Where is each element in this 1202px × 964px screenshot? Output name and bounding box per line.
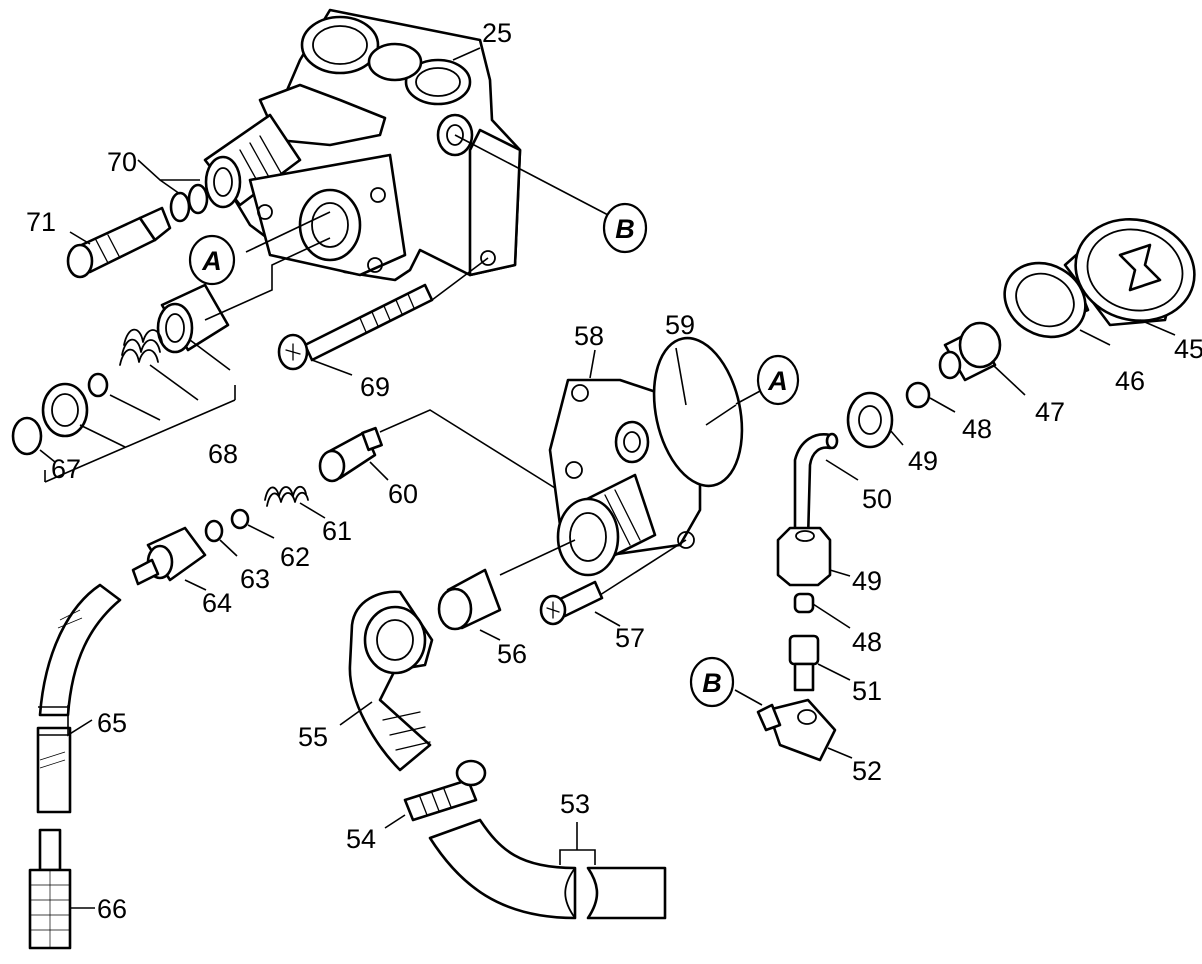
label-part-64: 64	[202, 588, 232, 618]
clamp-part-54	[403, 759, 487, 822]
label-part-59: 59	[665, 310, 695, 340]
o-rings-part-70	[169, 183, 209, 223]
tube-part-50	[793, 432, 839, 542]
elbow-part-55	[348, 590, 434, 772]
nut-part-64	[131, 526, 207, 586]
reference-marker-b-upper: B	[602, 202, 648, 254]
nut-part-49-upper	[846, 391, 894, 449]
label-part-55: 55	[298, 722, 328, 752]
label-part-70: 70	[107, 147, 137, 177]
label-part-71: 71	[26, 207, 56, 237]
valve-assembly-part-68	[41, 283, 230, 438]
label-part-54: 54	[346, 824, 376, 854]
label-part-65: 65	[97, 708, 127, 738]
fitting-part-60	[318, 426, 383, 483]
label-part-49-upper: 49	[908, 446, 938, 476]
label-part-56: 56	[497, 639, 527, 669]
reference-letter-a: A	[767, 366, 788, 396]
ferrule-part-48-upper	[905, 381, 931, 409]
label-part-50: 50	[862, 484, 892, 514]
label-part-60: 60	[388, 479, 418, 509]
label-part-25: 25	[482, 18, 512, 48]
hose-part-65	[36, 583, 122, 814]
spring-part-61	[264, 485, 309, 507]
label-part-67: 67	[51, 454, 81, 484]
ferrule-part-48-lower	[793, 592, 815, 614]
strainer-part-56	[437, 568, 502, 631]
ring-part-46	[1003, 261, 1087, 339]
label-part-51: 51	[852, 676, 882, 706]
o-ring-part-63	[204, 519, 224, 543]
label-part-48-lower: 48	[852, 627, 882, 657]
reference-marker-a-lower: A	[756, 354, 800, 406]
pipe-part-53	[428, 818, 667, 920]
screw-part-57	[539, 580, 604, 626]
adapter-part-47	[938, 321, 1002, 382]
filter-part-66	[28, 828, 72, 950]
part-number-labels: 25 45 46 47 48 49 50 49 48 51 52 53 54 5…	[26, 18, 1202, 924]
fitting-part-51	[788, 634, 820, 692]
label-part-45: 45	[1174, 334, 1202, 364]
label-part-48-upper: 48	[962, 414, 992, 444]
label-part-66: 66	[97, 894, 127, 924]
tee-part-52	[756, 698, 837, 762]
o-ring-part-59	[652, 336, 744, 488]
label-part-49-lower: 49	[852, 566, 882, 596]
ball-part-62	[230, 508, 250, 530]
label-part-68: 68	[208, 439, 238, 469]
nut-part-49-lower	[776, 526, 832, 587]
label-part-63: 63	[240, 564, 270, 594]
plug-part-71	[66, 206, 172, 279]
leader-lines	[38, 47, 1176, 909]
label-part-53: 53	[560, 789, 590, 819]
reference-marker-a-upper: A	[188, 234, 236, 286]
label-part-47: 47	[1035, 397, 1065, 427]
reference-letter-b: B	[615, 214, 635, 244]
pump-head-part-25	[203, 8, 522, 282]
reference-marker-b-lower: B	[689, 656, 735, 708]
label-part-62: 62	[280, 542, 310, 572]
reference-letter-b: B	[702, 668, 722, 698]
label-part-61: 61	[322, 516, 352, 546]
reference-letter-a: A	[201, 246, 222, 276]
label-part-58: 58	[574, 321, 604, 351]
bolt-part-69	[277, 283, 434, 371]
label-part-46: 46	[1115, 366, 1145, 396]
o-ring-part-67	[11, 416, 43, 456]
label-part-69: 69	[360, 372, 390, 402]
label-part-57: 57	[615, 623, 645, 653]
label-part-52: 52	[852, 756, 882, 786]
